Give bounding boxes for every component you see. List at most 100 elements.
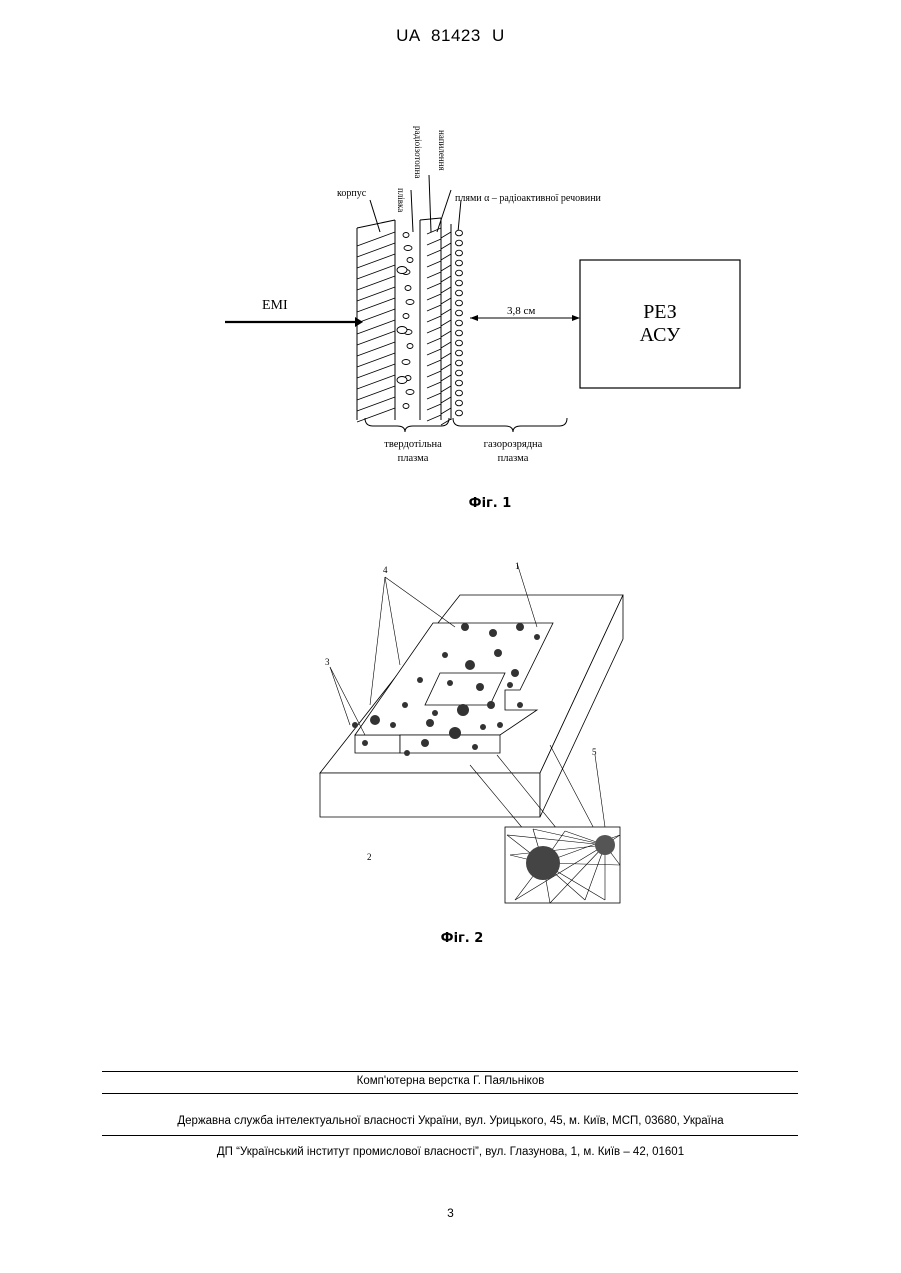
hatch-line	[441, 397, 451, 403]
footer-institute: ДП “Український інститут промислової вла…	[0, 1146, 901, 1158]
hatch-line	[357, 287, 395, 301]
spot	[456, 230, 463, 236]
particle	[461, 623, 469, 631]
particle	[426, 719, 434, 727]
label-n5: 5	[592, 747, 597, 757]
spot	[456, 340, 463, 346]
particle	[421, 739, 429, 747]
napylennya-leader	[437, 190, 451, 232]
label-distance: 3,8 см	[507, 305, 535, 317]
particle	[534, 634, 540, 640]
hatch-line	[441, 287, 451, 293]
plivka-leader	[411, 190, 413, 232]
hatch-line	[427, 261, 441, 267]
hatch-line	[357, 276, 395, 290]
spot	[456, 290, 463, 296]
hatch-line	[427, 239, 441, 245]
particle	[352, 722, 358, 728]
label-tverdo-1: твердотільна	[384, 439, 442, 450]
particle	[457, 704, 469, 716]
label-radioizotopna: радіоізотопна	[413, 126, 423, 178]
spot	[456, 320, 463, 326]
hatch-line	[441, 276, 451, 282]
housing-hatching	[357, 232, 395, 422]
spot	[407, 258, 413, 263]
gas-plasma-brace	[453, 418, 567, 432]
korpus-leader	[370, 200, 380, 232]
radioizotop-leader	[429, 175, 431, 232]
spot	[403, 314, 409, 319]
distance-arrow-right-head	[572, 315, 580, 321]
particle	[480, 724, 486, 730]
hatch-line	[427, 250, 441, 256]
label-gazo-2: плазма	[498, 453, 529, 464]
footer-rule-3	[102, 1135, 798, 1136]
label-n2: 2	[367, 852, 372, 862]
figure-2-diagram: 4 1 3 2 5	[305, 555, 635, 910]
hatch-line	[357, 232, 395, 246]
hatch-line	[441, 243, 451, 249]
particle	[507, 682, 513, 688]
hatch-line	[357, 298, 395, 312]
hatch-line	[441, 331, 451, 337]
particle	[487, 701, 495, 709]
hatch-line	[427, 294, 441, 300]
label-n1: 1	[515, 561, 520, 571]
film-hatching	[427, 228, 451, 425]
particle	[517, 702, 523, 708]
particle	[404, 750, 410, 756]
page-number: 3	[0, 1206, 901, 1220]
hatch-line	[441, 265, 451, 271]
hatch-line	[441, 232, 451, 238]
spot	[397, 377, 407, 384]
hatch-line	[427, 349, 441, 355]
particle	[449, 727, 461, 739]
hatch-line	[441, 309, 451, 315]
hatch-line	[441, 364, 451, 370]
spot	[456, 310, 463, 316]
hatch-line	[427, 415, 441, 421]
plyamy-leader	[458, 200, 461, 232]
hatch-line	[357, 353, 395, 367]
hatch-line	[427, 272, 441, 278]
hatch-line	[427, 316, 441, 322]
figure-2-caption: Фіг. 2	[362, 931, 562, 946]
spot	[456, 360, 463, 366]
particle	[511, 669, 519, 677]
label-korpus: корпус	[337, 188, 367, 199]
particle	[465, 660, 475, 670]
hatch-line	[441, 298, 451, 304]
inset-large-particle	[526, 846, 560, 880]
hatch-line	[427, 327, 441, 333]
particle	[494, 649, 502, 657]
spot	[456, 260, 463, 266]
hatch-line	[441, 353, 451, 359]
particle	[362, 740, 368, 746]
hatch-line	[357, 309, 395, 323]
hatch-line	[441, 408, 451, 414]
spot	[456, 390, 463, 396]
hatch-line	[357, 386, 395, 400]
hatch-line	[357, 408, 395, 422]
particle	[432, 710, 438, 716]
hatch-line	[357, 254, 395, 268]
solid-plasma-brace	[365, 418, 449, 432]
hatch-line	[427, 228, 441, 234]
spot	[397, 267, 407, 274]
emi-arrow-head	[355, 317, 363, 327]
spot	[456, 280, 463, 286]
hatch-line	[357, 342, 395, 356]
spot	[456, 330, 463, 336]
particle	[390, 722, 396, 728]
spot	[397, 327, 407, 334]
hatch-line	[427, 360, 441, 366]
label-tverdo-2: плазма	[398, 453, 429, 464]
particle	[447, 680, 453, 686]
label-n3: 3	[325, 657, 330, 667]
hatch-line	[441, 375, 451, 381]
spot	[456, 300, 463, 306]
hatch-line	[427, 283, 441, 289]
particle	[472, 744, 478, 750]
spot	[407, 344, 413, 349]
spot	[405, 286, 411, 291]
